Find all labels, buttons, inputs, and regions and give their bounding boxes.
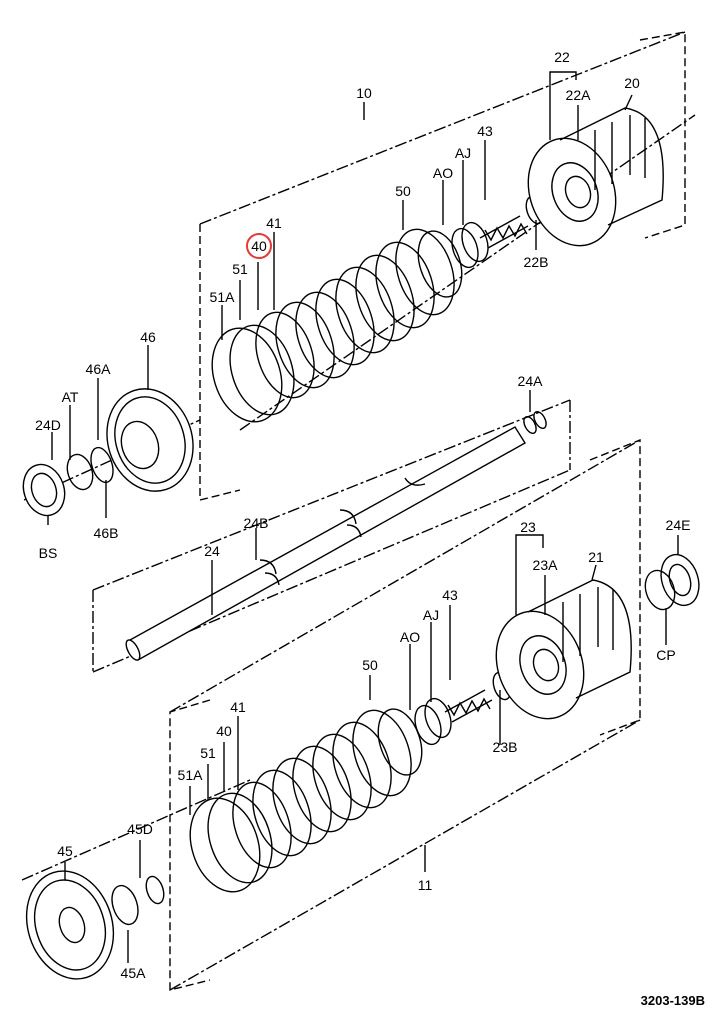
label-40-bottom: 40 [216,723,232,739]
label-50-top: 50 [395,183,411,199]
label-50-bottom: 50 [362,657,378,673]
label-24d: 24D [35,417,61,433]
label-10: 10 [356,85,372,101]
label-cp: CP [656,647,675,663]
label-45d: 45D [127,821,153,837]
label-21: 21 [588,549,604,565]
figure-id: 3203-139B [641,993,705,1008]
part-labels: 10 22 22A 20 43 AJ AO 50 41 40 51 51A 22… [35,49,705,1008]
label-43-top: 43 [477,123,493,139]
label-46: 46 [140,329,156,345]
highlight-circle [246,233,272,259]
assembly-11-box [169,438,641,991]
label-22: 22 [554,49,570,65]
label-41-bottom: 41 [230,699,246,715]
label-at: AT [62,389,79,405]
label-24: 24 [204,543,220,559]
label-45: 45 [57,843,73,859]
label-41-top: 41 [266,215,282,231]
label-45a: 45A [121,965,147,981]
label-24e: 24E [666,517,691,533]
label-aj-bottom: AJ [423,607,439,623]
clutch-pack-top [211,107,664,423]
label-51-bottom: 51 [200,745,216,761]
label-22a: 22A [566,87,592,103]
label-51-top: 51 [232,261,248,277]
label-bs: BS [39,545,58,561]
label-23: 23 [520,519,536,535]
assembly-10-box [199,31,696,501]
label-22b: 22B [524,254,549,270]
label-23b: 23B [493,739,518,755]
shaft-24 [125,411,547,662]
label-24a: 24A [518,373,544,389]
label-aj-top: AJ [455,145,471,161]
gear-45-group [21,779,251,980]
label-43-bottom: 43 [442,587,458,603]
bearing-24e-group [644,553,700,611]
label-51a-bottom: 51A [178,767,204,783]
label-23a: 23A [533,557,559,573]
leader-lines [47,71,679,963]
gear-46-group [22,388,201,517]
label-ao-bottom: AO [400,629,420,645]
label-20: 20 [624,75,640,91]
label-40-top: 40 [251,238,267,254]
label-24b: 24B [244,515,269,531]
clutch-pack-bottom [189,579,632,893]
label-46b: 46B [94,525,119,541]
label-51a-top: 51A [210,289,236,305]
label-ao-top: AO [433,165,453,181]
label-46a: 46A [86,361,112,377]
label-11: 11 [418,877,433,893]
